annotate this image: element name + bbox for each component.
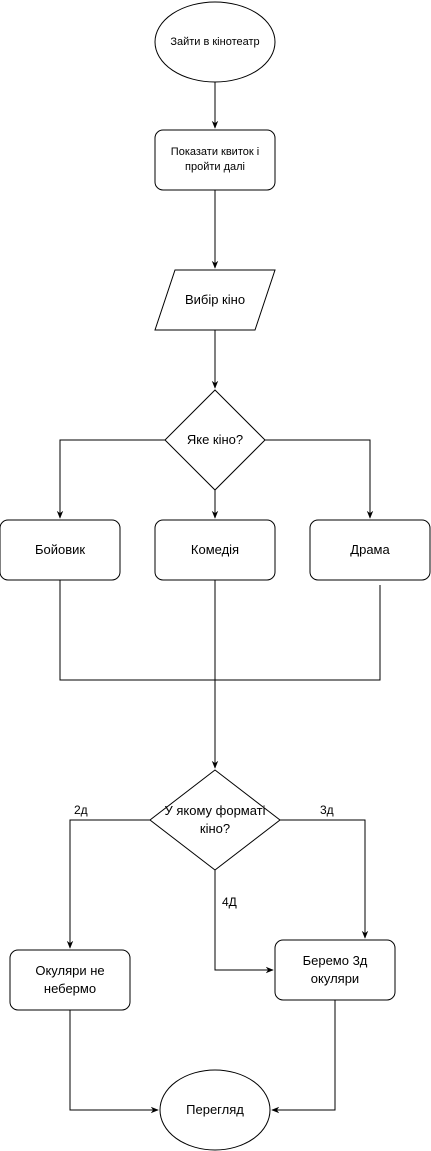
comedy-label: Комедія [190,542,240,558]
edge-label-3d: 3д [320,803,334,817]
take-glasses-label: Беремо 3д окуляри [302,953,368,986]
choose-movie-label: Вибір кіно [184,292,246,308]
edge-label-4d: 4Д [222,895,237,909]
action-label: Бойовик [34,542,86,558]
drama-node [309,519,431,581]
format-question-label: У якому форматі кіно? [164,803,266,836]
edge-merge-lines [59,580,381,681]
edge-format-to-no-glasses [66,819,150,949]
choose-movie-node [154,269,276,331]
edge-format-4d [214,870,274,974]
drama-label: Драма [350,542,390,558]
watch-label: Перегляд [186,1102,244,1118]
watch-node [159,1069,271,1151]
show-ticket-label: Показати квиток і пройти далі [170,146,260,173]
edge-no-glasses-to-watch [69,1010,159,1114]
edge-decision-to-drama [265,439,374,519]
edge-take-glasses-to-watch [271,1000,336,1114]
start-label: Зайти в кінотеатр [170,35,260,48]
no-glasses-label: Окуляри не небермо [35,963,105,996]
edge-format-to-take-glasses [280,819,369,939]
edge-label-2d: 2д [74,803,88,817]
which-movie-label: Яке кіно? [186,432,244,448]
edge-decision-to-action [56,439,165,519]
